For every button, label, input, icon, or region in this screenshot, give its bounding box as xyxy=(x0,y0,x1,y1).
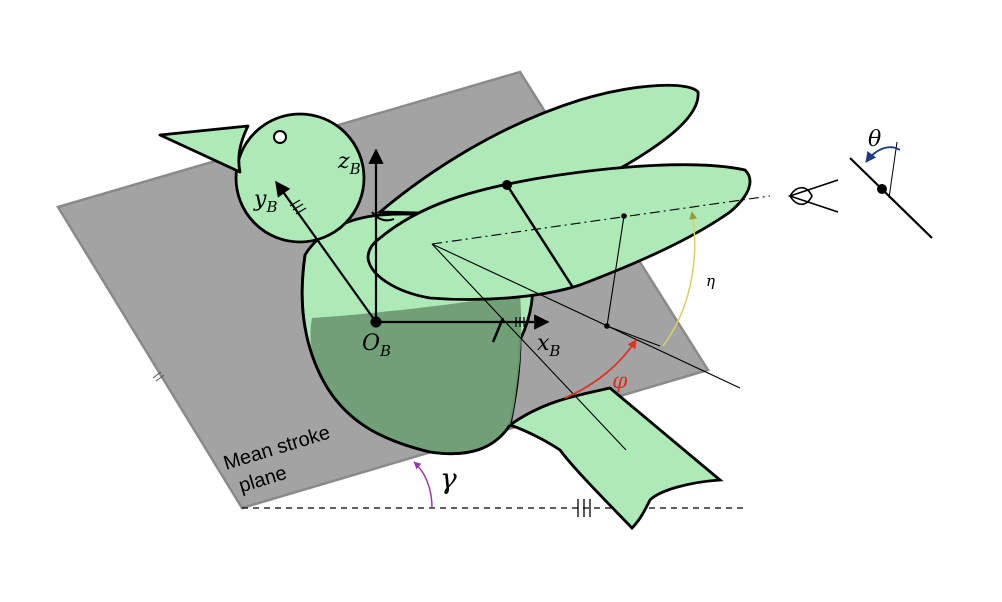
axis-tick-marks xyxy=(289,199,525,327)
z-axis-label: zB xyxy=(337,149,361,178)
theta-wing-line xyxy=(849,157,933,239)
theta-inset xyxy=(849,141,933,239)
theta-pivot-dot xyxy=(877,184,887,194)
construction-lines xyxy=(431,195,771,451)
bird-head xyxy=(234,112,366,244)
neck-notch xyxy=(371,211,395,222)
construction-dot-upper xyxy=(621,213,627,219)
observer-eye-icon xyxy=(787,179,839,213)
origin-dot xyxy=(370,316,382,328)
bird-beak xyxy=(158,124,250,174)
eta-label: η xyxy=(706,272,715,290)
wing-spar-root-dot xyxy=(502,180,512,190)
phi-arc xyxy=(564,339,637,399)
eta-arc xyxy=(662,211,698,347)
theta-label: θ xyxy=(868,127,881,152)
construction-dot-lower xyxy=(604,323,610,329)
x-axis-label: xB xyxy=(537,331,560,360)
y-axis-arrow xyxy=(275,180,377,323)
reference-line-ticks xyxy=(577,499,591,517)
phi-label: φ xyxy=(612,369,628,394)
plane-tick-marks xyxy=(152,371,165,382)
bird-body-outline xyxy=(300,254,512,456)
body-axes xyxy=(275,148,550,330)
bird-lower-wing xyxy=(366,163,752,301)
bird-tail xyxy=(506,386,724,530)
bird-body-underside xyxy=(310,294,522,454)
wing-spar xyxy=(505,184,574,287)
gamma-label: γ xyxy=(440,462,457,495)
theta-reference-line xyxy=(888,141,898,199)
y-axis-label: yB xyxy=(253,187,277,216)
bird-eye xyxy=(273,130,287,144)
gamma-arc xyxy=(413,461,433,509)
origin-label: OB xyxy=(362,331,391,360)
theta-arc xyxy=(865,146,901,163)
